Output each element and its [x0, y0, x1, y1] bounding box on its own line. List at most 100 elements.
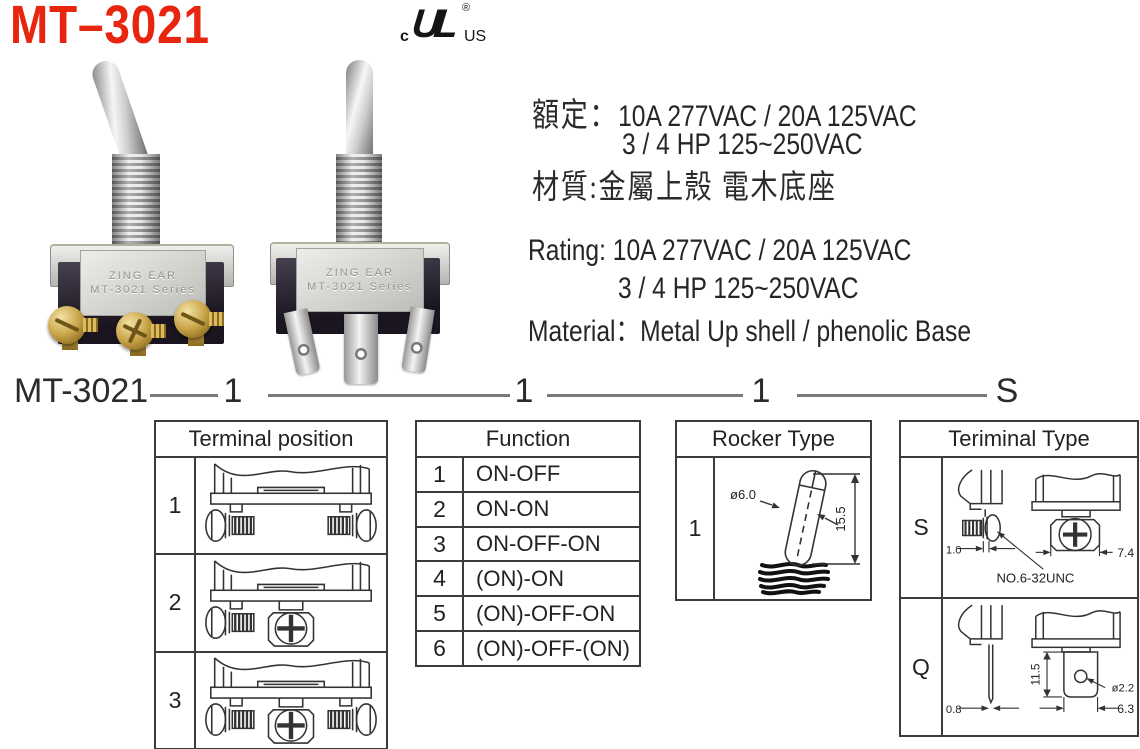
rating-line2-zh: 3 / 4 HP 125~250VAC [622, 128, 863, 161]
row-code: 2 [417, 492, 464, 526]
rating-line-en: Rating: 10A 277VAC / 20A 125VAC [528, 234, 912, 267]
row-code: 6 [417, 632, 464, 665]
blade-terminal [344, 314, 378, 384]
ordering-base-part-number: MT-3021 [14, 372, 149, 410]
terminal-tab [62, 334, 78, 350]
ordering-connector-line [547, 394, 743, 397]
row-code: 1 [156, 458, 196, 554]
row-code: 4 [417, 562, 464, 596]
terminal-type-title: Teriminal Type [901, 422, 1137, 458]
page-title: MT–3021 [10, 0, 210, 55]
table-row: 2 [156, 553, 386, 651]
table-row: S [901, 458, 1137, 597]
ordering-code-terminal-position: 1 [223, 372, 243, 410]
label-plate: ZING EAR MT-3021 Series [296, 248, 424, 312]
table-row: 6 (ON)-OFF-(ON) [417, 630, 639, 665]
ul-mark-c: c [400, 28, 409, 45]
brand-label: ZING EAR [326, 267, 394, 279]
brand-label: ZING EAR [109, 270, 177, 282]
row-code: 1 [677, 458, 715, 599]
rocker-type-table: Rocker Type 1 [675, 420, 872, 601]
table-row: 2 ON-ON [417, 490, 639, 526]
screw-terminal [116, 312, 168, 354]
terminal-q-thickness-dim: 0.8 [946, 704, 962, 716]
row-code: 2 [156, 555, 196, 651]
row-code: Q [901, 599, 943, 735]
threaded-bushing [112, 154, 160, 246]
terminal-position-2-diagram [196, 555, 386, 650]
table-row: 3 ON-OFF-ON [417, 525, 639, 561]
product-photo-screw-terminal: ZING EAR MT-3021 Series [46, 56, 238, 356]
terminal-position-1-diagram [196, 458, 386, 553]
ordering-connector-line [268, 394, 510, 397]
rocker-lever-diameter-dim: ø6.0 [730, 487, 756, 502]
row-code: 3 [417, 527, 464, 561]
rocker-type-title: Rocker Type [677, 422, 870, 458]
function-value: (ON)-OFF-ON [476, 600, 616, 626]
label-plate: ZING EAR MT-3021 Series [80, 250, 206, 316]
material-line-en: Material：Metal Up shell / phenolic Base [528, 315, 972, 348]
terminal-q-hole-dim: ø2.2 [1112, 682, 1134, 694]
toggle-lever [346, 60, 373, 162]
terminal-type-s-diagram: 1.0 NO.6-32UNC 7.4 [943, 458, 1137, 597]
terminal-q-length-dim: 11.5 [1030, 663, 1043, 685]
ordering-connector-line [797, 394, 987, 397]
function-title: Function [417, 422, 639, 458]
terminal-s-pitch-dim: 1.0 [946, 544, 962, 556]
function-value: ON-OFF-ON [476, 531, 601, 557]
table-row: 5 (ON)-OFF-ON [417, 595, 639, 631]
rating-line2-en: 3 / 4 HP 125~250VAC [618, 272, 859, 305]
ordering-code-terminal-type: S [995, 372, 1019, 410]
rating-line-zh: 額定：10A 277VAC / 20A 125VAC [532, 88, 917, 136]
terminal-s-thread-spec: NO.6-32UNC [996, 570, 1074, 585]
screw-terminal [48, 306, 100, 348]
screw-terminal [174, 300, 226, 342]
phenolic-base [58, 262, 224, 344]
rocker-type-1-diagram: ø6.0 15.5 [715, 458, 870, 599]
terminal-type-q-diagram: 0.8 11.5 ø2.2 6.3 [943, 599, 1137, 735]
function-table: Function 1 ON-OFF 2 ON-ON 3 ON-OFF-ON 4 … [415, 420, 641, 667]
row-code: S [901, 458, 943, 597]
material-line-zh: 材質:金屬上殼 電木底座 [532, 170, 837, 206]
function-value: (ON)-ON [476, 565, 564, 591]
table-row: 1 ON-OFF [417, 458, 639, 491]
ordering-code-rocker-type: 1 [751, 372, 771, 410]
series-label: MT-3021 Series [307, 281, 413, 293]
ordering-connector-line [150, 394, 218, 397]
product-photo-blade-terminal: ZING EAR MT-3021 Series [268, 60, 452, 384]
terminal-tab [188, 330, 204, 346]
ul-certification-icon: c UL ® US [398, 2, 498, 52]
ul-mark-logo: UL [409, 2, 454, 46]
ordering-code-function: 1 [514, 372, 534, 410]
rocker-lever-length-dim: 15.5 [833, 506, 848, 531]
rating-label-zh: 額定： [532, 98, 619, 134]
terminal-position-title: Terminal position [156, 422, 386, 458]
table-row: 1 [677, 458, 870, 599]
function-value: (ON)-OFF-(ON) [476, 635, 630, 661]
terminal-position-table: Terminal position 1 [154, 420, 388, 749]
registered-trademark-icon: ® [462, 2, 471, 14]
blade-terminal [401, 306, 435, 374]
toggle-lever [88, 57, 150, 169]
ul-mark-us: US [464, 28, 487, 45]
table-row: Q [901, 597, 1137, 735]
threaded-bushing [336, 154, 382, 244]
metal-shell [50, 244, 234, 287]
rating-value-zh: 10A 277VAC / 20A 125VAC [618, 100, 917, 133]
table-row: 1 [156, 458, 386, 554]
row-code: 3 [156, 652, 196, 748]
function-value: ON-ON [476, 496, 550, 522]
row-code: 1 [417, 458, 464, 491]
table-row: 3 [156, 650, 386, 748]
terminal-s-width-dim: 7.4 [1117, 546, 1134, 560]
phenolic-base [276, 258, 440, 334]
series-label: MT-3021 Series [90, 284, 196, 296]
blade-terminal [283, 308, 321, 376]
terminal-tab [130, 340, 146, 356]
metal-shell [270, 242, 450, 285]
terminal-position-3-diagram [196, 653, 386, 748]
terminal-type-table: Teriminal Type S [899, 420, 1139, 737]
terminal-q-width-dim: 6.3 [1117, 702, 1134, 716]
row-code: 5 [417, 597, 464, 631]
